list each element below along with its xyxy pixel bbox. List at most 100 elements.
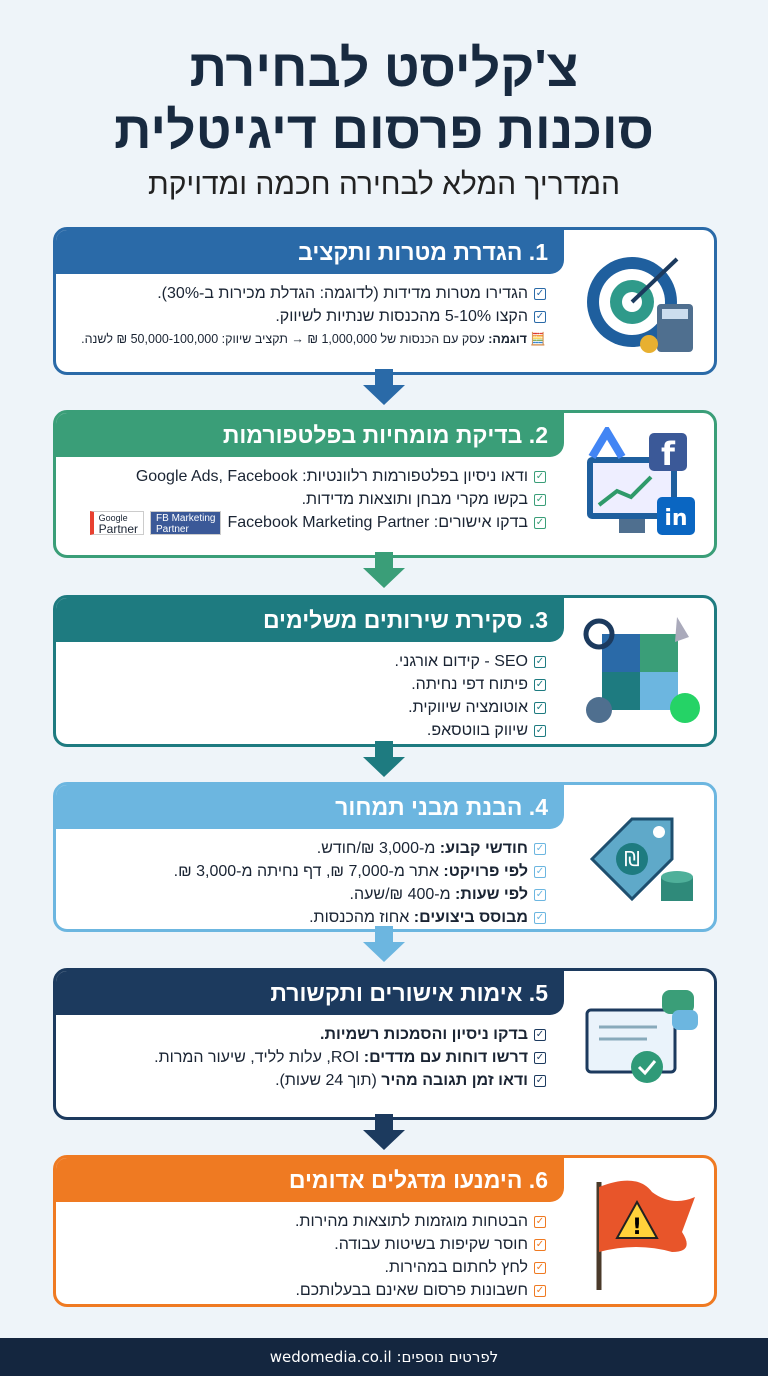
checklist-item: ✓ודאו זמן תגובה מהיר (תוך 24 שעות). bbox=[64, 1069, 546, 1092]
item-text: אחוז מהכנסות. bbox=[309, 909, 414, 926]
footer-link[interactable]: wedomedia.co.il bbox=[269, 1348, 392, 1366]
section-title: 1. הגדרת מטרות ותקציב bbox=[56, 230, 564, 274]
down-arrow-icon bbox=[363, 1114, 405, 1150]
checklist-item: ✓ SEO - קידום אורגני. bbox=[64, 650, 546, 673]
checkbox-icon: ✓ bbox=[534, 287, 546, 300]
svg-text:₪: ₪ bbox=[624, 847, 640, 871]
item-bold: ודאו זמן תגובה מהיר bbox=[381, 1072, 528, 1089]
section-card-2: 2. בדיקת מומחיות בפלטפורמות ✓ ודאו ניסיון … bbox=[53, 410, 717, 558]
target-budget-icon bbox=[587, 257, 693, 353]
item-bold: בדקו ניסיון והסמכות רשמיות. bbox=[320, 1026, 528, 1043]
checkbox-icon: ✓ bbox=[534, 701, 546, 714]
svg-text:in: in bbox=[664, 506, 687, 531]
footer: לפרטים נוספים: wedomedia.co.il bbox=[0, 1338, 768, 1376]
example-item: 🧮 דוגמה: עסק עם הכנסות של 1,000,000 ₪ → … bbox=[81, 332, 546, 346]
checkbox-icon: ✓ bbox=[534, 911, 546, 924]
item-bold: חודשי קבוע: bbox=[439, 840, 528, 857]
checklist-item: ✓בקשו מקרי מבחן ותוצאות מדידות. bbox=[64, 488, 546, 511]
svg-text:f: f bbox=[661, 435, 676, 473]
checklist-item: ✓ דרשו דוחות עם מדדים: ROI, עלות לליד, שי… bbox=[64, 1046, 546, 1069]
item-text: בדקו אישורים: Facebook Marketing Partner bbox=[227, 514, 528, 532]
section-title: 2. בדיקת מומחיות בפלטפורמות bbox=[56, 413, 564, 457]
checkbox-icon: ✓ bbox=[534, 678, 546, 691]
checkbox-icon: ✓ bbox=[534, 1284, 546, 1297]
item-text: לחץ לחתום במהירות. bbox=[384, 1259, 528, 1276]
checkbox-icon: ✓ bbox=[534, 655, 546, 668]
item-text: אוטומציה שיווקית. bbox=[408, 699, 528, 716]
checklist-item: ✓ חוסר שקיפות בשיטות עבודה. bbox=[64, 1233, 546, 1256]
checkbox-icon: ✓ bbox=[534, 1028, 546, 1041]
down-arrow-icon bbox=[363, 926, 405, 962]
section-card-5: 5. אימות אישורים ותקשורת✓בדקו ניסיון והס… bbox=[53, 968, 717, 1120]
section-card-3: 3. סקירת שירותים משלימים ✓ SEO - קידום אור… bbox=[53, 595, 717, 747]
calculator-icon: 🧮 bbox=[530, 332, 546, 346]
checkbox-icon: ✓ bbox=[534, 724, 546, 737]
platforms-icon: f in bbox=[587, 427, 695, 535]
checkbox-icon: ✓ bbox=[534, 842, 546, 855]
checklist-item: ✓ מבוסס ביצועים: אחוז מהכנסות. bbox=[64, 906, 546, 929]
checklist-item: ✓ שיווק בווטסאפ. bbox=[64, 719, 546, 742]
svg-text:!: ! bbox=[632, 1215, 642, 1240]
item-text: אתר מ-7,000 ₪, דף נחיתה מ-3,000 ₪. bbox=[173, 863, 444, 880]
red-flag-icon: ! bbox=[596, 1180, 695, 1290]
checklist-item: ✓ חודשי קבוע: מ-3,000 ₪/חודש. bbox=[64, 837, 546, 860]
page-subtitle: המדריך המלא לבחירה חכמה ומדויקת bbox=[148, 168, 620, 201]
checklist-item: ✓ לפי שעות: מ-400 ₪/שעה. bbox=[64, 883, 546, 906]
section-title: 4. הבנת מבני תמחור bbox=[56, 785, 564, 829]
checklist-item: ✓ לחץ לחתום במהירות. bbox=[64, 1256, 546, 1279]
item-text: חשבונות פרסום שאינם בבעלותכם. bbox=[295, 1282, 528, 1299]
item-text: מ-400 ₪/שעה. bbox=[349, 886, 456, 903]
checkbox-icon: ✓ bbox=[534, 888, 546, 901]
item-bold: דרשו דוחות עם מדדים: bbox=[363, 1049, 528, 1066]
puzzle-services-icon bbox=[583, 617, 700, 723]
checklist-item: ✓ בדקו אישורים: Facebook Marketing Partne… bbox=[64, 511, 546, 535]
checkbox-icon: ✓ bbox=[534, 1261, 546, 1274]
checklist-item: ✓ אוטומציה שיווקית. bbox=[64, 696, 546, 719]
checklist-item: ✓ הבטחות מוגזמות לתוצאות מהירות. bbox=[64, 1210, 546, 1233]
checklist-item: ✓ פיתוח דפי נחיתה. bbox=[64, 673, 546, 696]
checklist-item: ✓ הגדירו מטרות מדידות (לדוגמה: הגדלת מכיר… bbox=[64, 282, 546, 305]
checkbox-icon: ✓ bbox=[534, 310, 546, 323]
section-card-6: 6. הימנעו מדגלים אדומים ✓ הבטחות מוגזמות ל… bbox=[53, 1155, 717, 1307]
item-text: הגדירו מטרות מדידות (לדוגמה: הגדלת מכירו… bbox=[157, 285, 528, 302]
down-arrow-icon bbox=[363, 552, 405, 588]
checklist-item: ✓ חשבונות פרסום שאינם בבעלותכם. bbox=[64, 1279, 546, 1302]
section-title: 3. סקירת שירותים משלימים bbox=[56, 598, 564, 642]
section-card-1: 1. הגדרת מטרות ותקציב ✓ הגדירו מטרות מדידו… bbox=[53, 227, 717, 375]
checklist-item: ✓ הקצו 5-10% מהכנסות שנתיות לשיווק. bbox=[64, 305, 546, 328]
title-line-2: סוכנות פרסום דיגיטלית bbox=[114, 102, 654, 160]
checkbox-icon: ✓ bbox=[534, 1238, 546, 1251]
checkbox-icon: ✓ bbox=[534, 470, 546, 483]
item-bold: לפי שעות: bbox=[455, 886, 528, 903]
section-title: 6. הימנעו מדגלים אדומים bbox=[56, 1158, 564, 1202]
item-bold: מבוסס ביצועים: bbox=[413, 909, 528, 926]
checkbox-icon: ✓ bbox=[534, 1215, 546, 1228]
checkbox-icon: ✓ bbox=[534, 865, 546, 878]
price-tag-icon: ₪ bbox=[589, 817, 693, 902]
item-text: SEO - קידום אורגני. bbox=[394, 653, 528, 670]
item-text: מ-3,000 ₪/חודש. bbox=[316, 840, 440, 857]
item-text: ודאו ניסיון בפלטפורמות רלוונטיות: Google… bbox=[135, 468, 528, 485]
certificate-icon bbox=[585, 990, 698, 1083]
checkbox-icon: ✓ bbox=[534, 1051, 546, 1064]
checkbox-icon: ✓ bbox=[534, 517, 546, 529]
down-arrow-icon bbox=[363, 369, 405, 405]
footer-label: לפרטים נוספים: bbox=[396, 1348, 499, 1366]
item-text: ROI, עלות לליד, שיעור המרות. bbox=[154, 1049, 364, 1066]
checkbox-icon: ✓ bbox=[534, 493, 546, 506]
item-text: שיווק בווטסאפ. bbox=[426, 722, 528, 739]
item-text: הקצו 5-10% מהכנסות שנתיות לשיווק. bbox=[275, 308, 528, 325]
item-text: חוסר שקיפות בשיטות עבודה. bbox=[334, 1236, 528, 1253]
checkbox-icon: ✓ bbox=[534, 1074, 546, 1087]
checklist-item: ✓ ודאו ניסיון בפלטפורמות רלוונטיות: Googl… bbox=[64, 465, 546, 488]
checklist-item: ✓ לפי פרויקט: אתר מ-7,000 ₪, דף נחיתה מ-3… bbox=[64, 860, 546, 883]
item-text: הבטחות מוגזמות לתוצאות מהירות. bbox=[294, 1213, 528, 1230]
down-arrow-icon bbox=[363, 741, 405, 777]
title-line-1: צ'קליסט לבחירת bbox=[189, 40, 579, 98]
section-card-4: 4. הבנת מבני תמחור ✓ חודשי קבוע: מ-3,000 ₪… bbox=[53, 782, 717, 932]
item-bold: לפי פרויקט: bbox=[443, 863, 528, 880]
item-text: פיתוח דפי נחיתה. bbox=[411, 676, 528, 693]
page-title: צ'קליסט לבחירת סוכנות פרסום דיגיטלית bbox=[0, 38, 768, 162]
